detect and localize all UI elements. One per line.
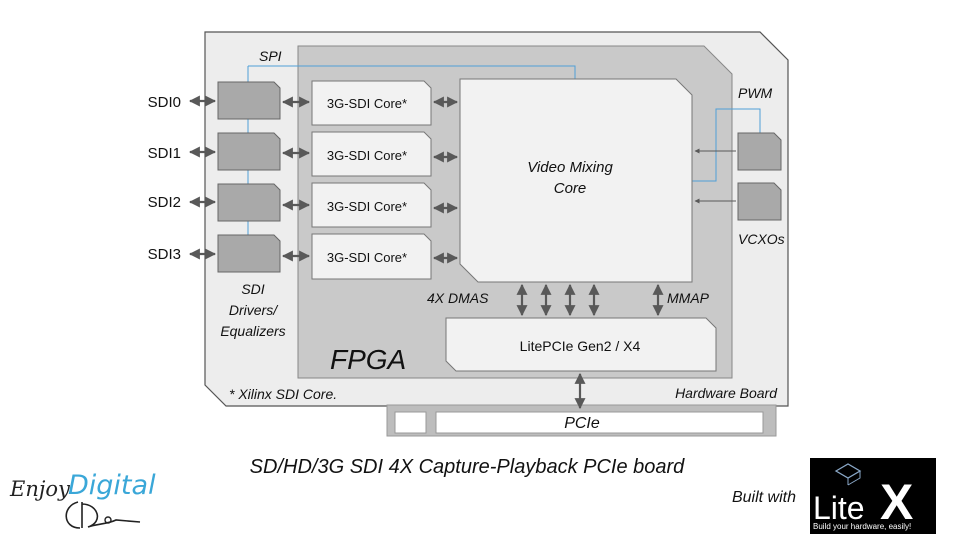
sdi-drivers-label: Equalizers <box>220 323 285 339</box>
footnote: * Xilinx SDI Core. <box>229 386 337 402</box>
pcie-connector <box>386 404 777 437</box>
sdi-driver-chip <box>217 234 281 273</box>
sdi-core-label: 3G-SDI Core* <box>327 250 407 265</box>
sdi-driver-chips <box>217 81 281 273</box>
litepcie-block <box>445 317 717 372</box>
enjoy-digital-logo: Enjoy Digital <box>9 470 156 529</box>
sdi-core-block <box>311 131 432 177</box>
sdi-core-label: 3G-SDI Core* <box>327 96 407 111</box>
vcxos-label: VCXOs <box>738 231 785 247</box>
sdi-drivers-label: Drivers/ <box>229 302 279 318</box>
sdi-port-label: SDI0 <box>148 94 181 111</box>
pwm-label: PWM <box>738 85 773 101</box>
data-arrows <box>188 95 664 410</box>
dmas-label: 4X DMAS <box>427 290 489 306</box>
diagram-caption: SD/HD/3G SDI 4X Capture-Playback PCIe bo… <box>250 456 686 478</box>
sdi-core-block <box>311 80 432 126</box>
vcxo-chips <box>737 132 782 221</box>
vcxo-arrows <box>694 148 736 204</box>
sdi-port-label: SDI2 <box>148 194 181 211</box>
sdi-core-blocks <box>311 80 432 280</box>
sdi-drivers-label: SDI <box>241 281 264 297</box>
sdi-core-label: 3G-SDI Core* <box>327 199 407 214</box>
built-with-label: Built with <box>732 489 796 506</box>
spi-label: SPI <box>259 48 282 64</box>
mmap-label: MMAP <box>667 290 710 306</box>
litex-tagline: Build your hardware, easily! <box>813 522 911 531</box>
sdi-core-label: 3G-SDI Core* <box>327 148 407 163</box>
sdi-driver-chip <box>217 183 281 222</box>
digital-logo-word: Digital <box>68 470 156 501</box>
litex-logo-x: X <box>880 474 913 530</box>
vcxo-chip <box>737 132 782 171</box>
sdi-core-block <box>311 182 432 228</box>
pcie-label: PCIe <box>564 415 600 432</box>
sdi-core-block <box>311 233 432 280</box>
sdi-driver-chip <box>217 81 281 120</box>
enjoy-logo-word: Enjoy <box>9 477 71 501</box>
hardware-board-label: Hardware Board <box>675 385 778 401</box>
sdi-port-label: SDI1 <box>148 145 181 162</box>
litex-logo-word: Lite <box>813 490 865 526</box>
sdi-port-label: SDI3 <box>148 246 181 263</box>
video-mixing-core-block <box>459 78 693 283</box>
video-mixing-label: Core <box>554 180 587 197</box>
litex-logo: Lite X Build your hardware, easily! <box>810 458 936 534</box>
video-mixing-label: Video Mixing <box>527 159 613 176</box>
pwm-line <box>692 108 761 182</box>
vcxo-chip <box>737 182 782 221</box>
sdi-driver-chip <box>217 132 281 171</box>
fpga-label: FPGA <box>330 344 406 375</box>
litepcie-label: LitePCIe Gen2 / X4 <box>520 338 641 354</box>
